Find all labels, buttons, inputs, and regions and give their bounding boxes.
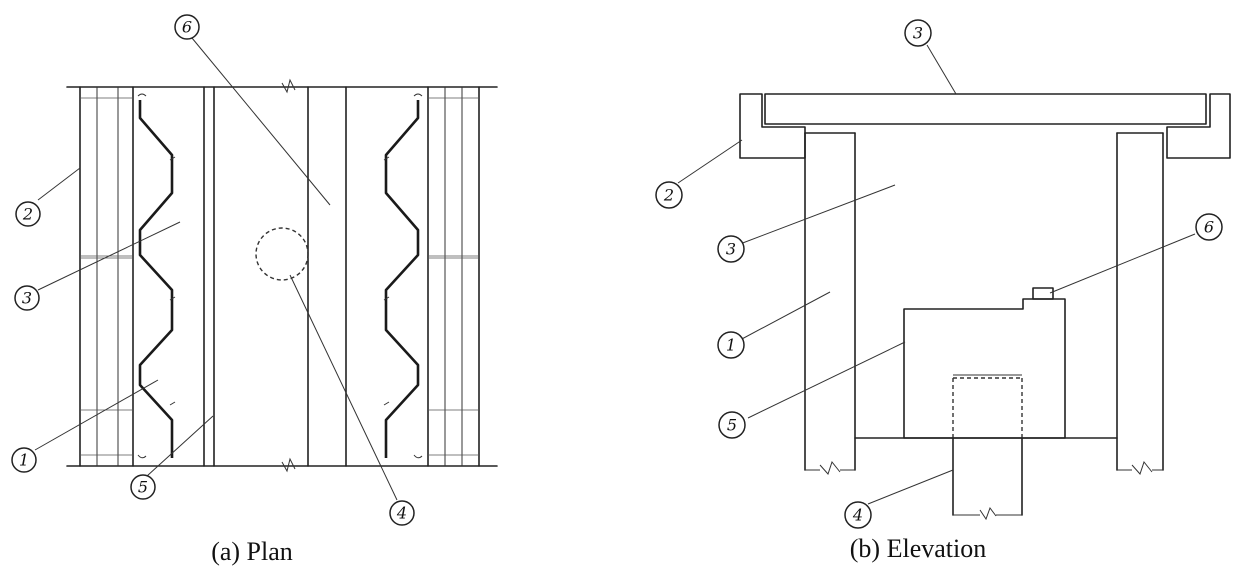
plan-view — [34, 37, 498, 501]
callout-label: 4 — [852, 506, 863, 525]
callout-label: 1 — [19, 451, 29, 470]
plan-callout-4: 4 — [389, 500, 415, 526]
callout-label: 2 — [663, 186, 674, 205]
elevation-callout-3: 3 — [717, 235, 745, 263]
plan-callout-5: 5 — [130, 474, 156, 500]
plan-caption: (a) Plan — [211, 537, 293, 566]
callout-label: 5 — [138, 478, 148, 497]
elevation-callout-3-top: 3 — [904, 19, 932, 47]
callout-label: 1 — [726, 336, 736, 355]
callout-label: 4 — [396, 504, 407, 523]
penetration-circle — [255, 227, 309, 281]
callout-label: 5 — [727, 416, 737, 435]
plan-callout-2: 2 — [15, 201, 41, 227]
plan-callout-6: 6 — [174, 14, 200, 40]
plan-callout-3: 3 — [14, 285, 40, 311]
elevation-callout-5: 5 — [718, 411, 746, 439]
elevation-callout-2: 2 — [655, 181, 683, 209]
callout-label: 6 — [182, 18, 192, 37]
elevation-callout-4: 4 — [844, 501, 872, 529]
plan-callout-1: 1 — [11, 447, 37, 473]
callout-label: 2 — [22, 205, 33, 224]
callout-label: 3 — [726, 240, 736, 259]
callout-label: 3 — [22, 289, 32, 308]
elevation-callout-1: 1 — [717, 331, 745, 359]
callout-label: 3 — [913, 24, 923, 43]
elevation-view — [677, 44, 1231, 521]
callout-label: 6 — [1204, 218, 1214, 237]
elevation-callout-6: 6 — [1195, 213, 1223, 241]
elevation-caption: (b) Elevation — [850, 534, 986, 563]
